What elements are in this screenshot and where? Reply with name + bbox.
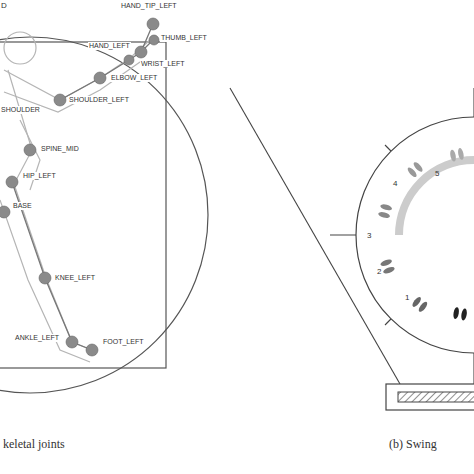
swing-circle bbox=[356, 117, 474, 353]
joint-label: KNEE_LEFT bbox=[54, 274, 96, 282]
joint-label: BASE bbox=[12, 202, 33, 210]
footprint bbox=[417, 300, 428, 313]
joint-dot bbox=[0, 18, 159, 356]
joint-label: SPINE_MID bbox=[40, 145, 80, 153]
step-number: 2 bbox=[376, 268, 382, 277]
step-number: 5 bbox=[434, 170, 440, 179]
joint-label: SHOULDER_LEFT bbox=[68, 96, 130, 104]
sensor-bar bbox=[398, 392, 474, 402]
caption: keletal joints bbox=[2, 438, 66, 451]
footprints bbox=[378, 148, 468, 321]
footprint bbox=[449, 149, 457, 162]
footprint bbox=[380, 258, 393, 267]
footprint bbox=[382, 266, 395, 275]
joint-label: HAND_TIP_LEFT bbox=[120, 2, 178, 10]
footprint bbox=[380, 203, 393, 211]
footprint bbox=[460, 308, 467, 321]
joint-label: ELBOW_LEFT bbox=[110, 74, 158, 82]
joint-label: D bbox=[0, 2, 8, 11]
joint-label: FOOT_LEFT bbox=[102, 338, 144, 346]
vitruvian-square bbox=[0, 42, 166, 368]
joint-label: ANKLE_LEFT bbox=[14, 334, 60, 342]
step-number: 3 bbox=[366, 232, 372, 241]
footprint bbox=[378, 211, 391, 219]
step-number: 4 bbox=[392, 180, 398, 189]
joint-label: HIP_LEFT bbox=[22, 172, 57, 180]
joint-label: HAND_LEFT bbox=[88, 42, 131, 50]
footprint bbox=[406, 166, 418, 178]
step-number: 1 bbox=[404, 294, 410, 303]
sensor-box bbox=[386, 384, 474, 410]
caption: (b) Swing bbox=[388, 438, 438, 451]
footprint bbox=[453, 307, 460, 320]
joint-label: WRIST_LEFT bbox=[140, 60, 186, 68]
joint-label: SHOULDER bbox=[0, 106, 41, 114]
vitruvian-circle bbox=[0, 37, 208, 393]
joint-label: THUMB_LEFT bbox=[160, 34, 208, 42]
swing-arc bbox=[399, 160, 474, 235]
skeleton-line bbox=[12, 24, 153, 350]
footprint bbox=[457, 148, 465, 161]
